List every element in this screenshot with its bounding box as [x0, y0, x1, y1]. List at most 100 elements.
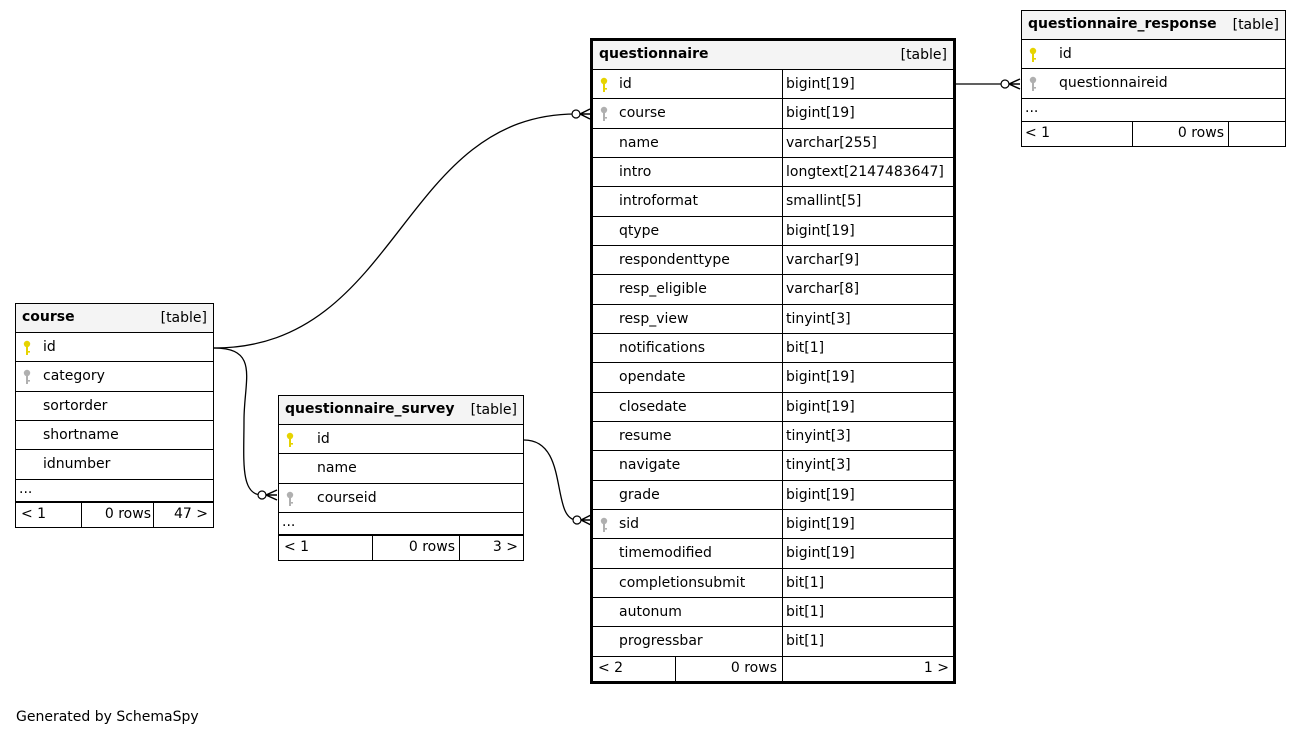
relation-course-survey — [213, 347, 263, 496]
table-footer: < 1 0 rows — [1022, 121, 1285, 146]
column-name: questionnaireid — [1059, 75, 1168, 92]
column-name: resume — [619, 427, 672, 444]
parents-link[interactable]: < 1 — [1025, 124, 1051, 141]
column-type: bigint[19] — [786, 222, 855, 239]
parents-link[interactable]: < 1 — [284, 538, 310, 555]
row-count: 0 rows — [1177, 124, 1224, 141]
cell-divider — [782, 627, 783, 657]
column-row[interactable]: courseid — [279, 484, 523, 513]
column-row[interactable]: shortname — [16, 421, 213, 451]
more-ellipsis: ... — [19, 480, 33, 497]
table-name: questionnaire — [599, 46, 709, 62]
table-header: questionnaire_survey [table] — [279, 396, 523, 425]
column-type: bigint[19] — [786, 369, 855, 386]
cell-divider — [782, 187, 783, 217]
column-type: bigint[19] — [786, 398, 855, 415]
column-name: notifications — [619, 339, 706, 356]
cell-divider — [782, 128, 783, 158]
table-footer: < 1 0 rows 47 > — [16, 502, 213, 527]
children-link[interactable]: 1 > — [923, 659, 949, 676]
column-row[interactable]: id — [16, 333, 213, 363]
cell-divider — [782, 363, 783, 393]
relation-survey-questionnaire — [523, 439, 578, 521]
parents-link[interactable]: < 2 — [598, 659, 624, 676]
column-type: bit[1] — [786, 339, 825, 356]
cell-divider — [782, 392, 783, 422]
parents-link[interactable]: < 1 — [21, 505, 47, 522]
column-row[interactable]: qtype bigint[19] — [593, 216, 953, 246]
column-row[interactable]: notifications bit[1] — [593, 333, 953, 364]
cell-divider — [782, 304, 783, 334]
many-crowfoot — [580, 514, 592, 526]
cell-divider — [782, 99, 783, 129]
primary-key-icon — [599, 77, 611, 93]
foreign-key-icon — [599, 517, 611, 533]
table-tag: [table] — [1232, 17, 1279, 33]
column-name: shortname — [43, 426, 119, 443]
column-name: course — [619, 105, 666, 122]
optional-marker — [572, 515, 582, 525]
column-type: bigint[19] — [786, 515, 855, 532]
column-row[interactable]: id — [1022, 40, 1285, 70]
cell-divider — [782, 539, 783, 569]
cell-divider — [782, 451, 783, 481]
column-name: intro — [619, 163, 652, 180]
children-link[interactable]: 47 > — [174, 505, 208, 522]
row-count: 0 rows — [730, 659, 777, 676]
foreign-key-icon — [22, 369, 34, 385]
cell-divider — [782, 421, 783, 452]
column-row[interactable]: category — [16, 362, 213, 392]
cell-divider — [782, 597, 783, 628]
optional-marker — [257, 490, 267, 500]
table-tag: [table] — [900, 47, 947, 63]
cell-divider — [782, 216, 783, 246]
column-row[interactable]: sortorder — [16, 392, 213, 421]
column-row[interactable]: id — [279, 425, 523, 455]
footer-divider — [675, 656, 676, 681]
column-name: closedate — [619, 398, 687, 415]
column-name: name — [619, 134, 659, 151]
table-tag: [table] — [470, 402, 517, 418]
table-header: questionnaire_response [table] — [1022, 11, 1285, 40]
column-name: qtype — [619, 222, 660, 239]
column-name: id — [1059, 46, 1072, 62]
column-type: bit[1] — [786, 633, 825, 650]
footer-divider — [782, 656, 783, 681]
column-name: timemodified — [619, 545, 712, 562]
children-link[interactable]: 3 > — [492, 538, 518, 555]
column-row[interactable]: name — [279, 454, 523, 484]
more-columns: ... — [279, 513, 523, 536]
footer-divider — [153, 502, 154, 527]
column-row[interactable]: questionnaireid — [1022, 69, 1285, 99]
table-footer: < 2 0 rows 1 > — [593, 656, 953, 681]
column-row[interactable]: idnumber — [16, 450, 213, 480]
table-questionnaire-response[interactable]: questionnaire_response [table] id questio… — [1021, 10, 1286, 147]
footer-divider — [372, 535, 373, 560]
many-crowfoot — [579, 108, 591, 120]
table-header: questionnaire [table] — [593, 41, 953, 70]
column-row[interactable]: closedate bigint[19] — [593, 392, 953, 422]
